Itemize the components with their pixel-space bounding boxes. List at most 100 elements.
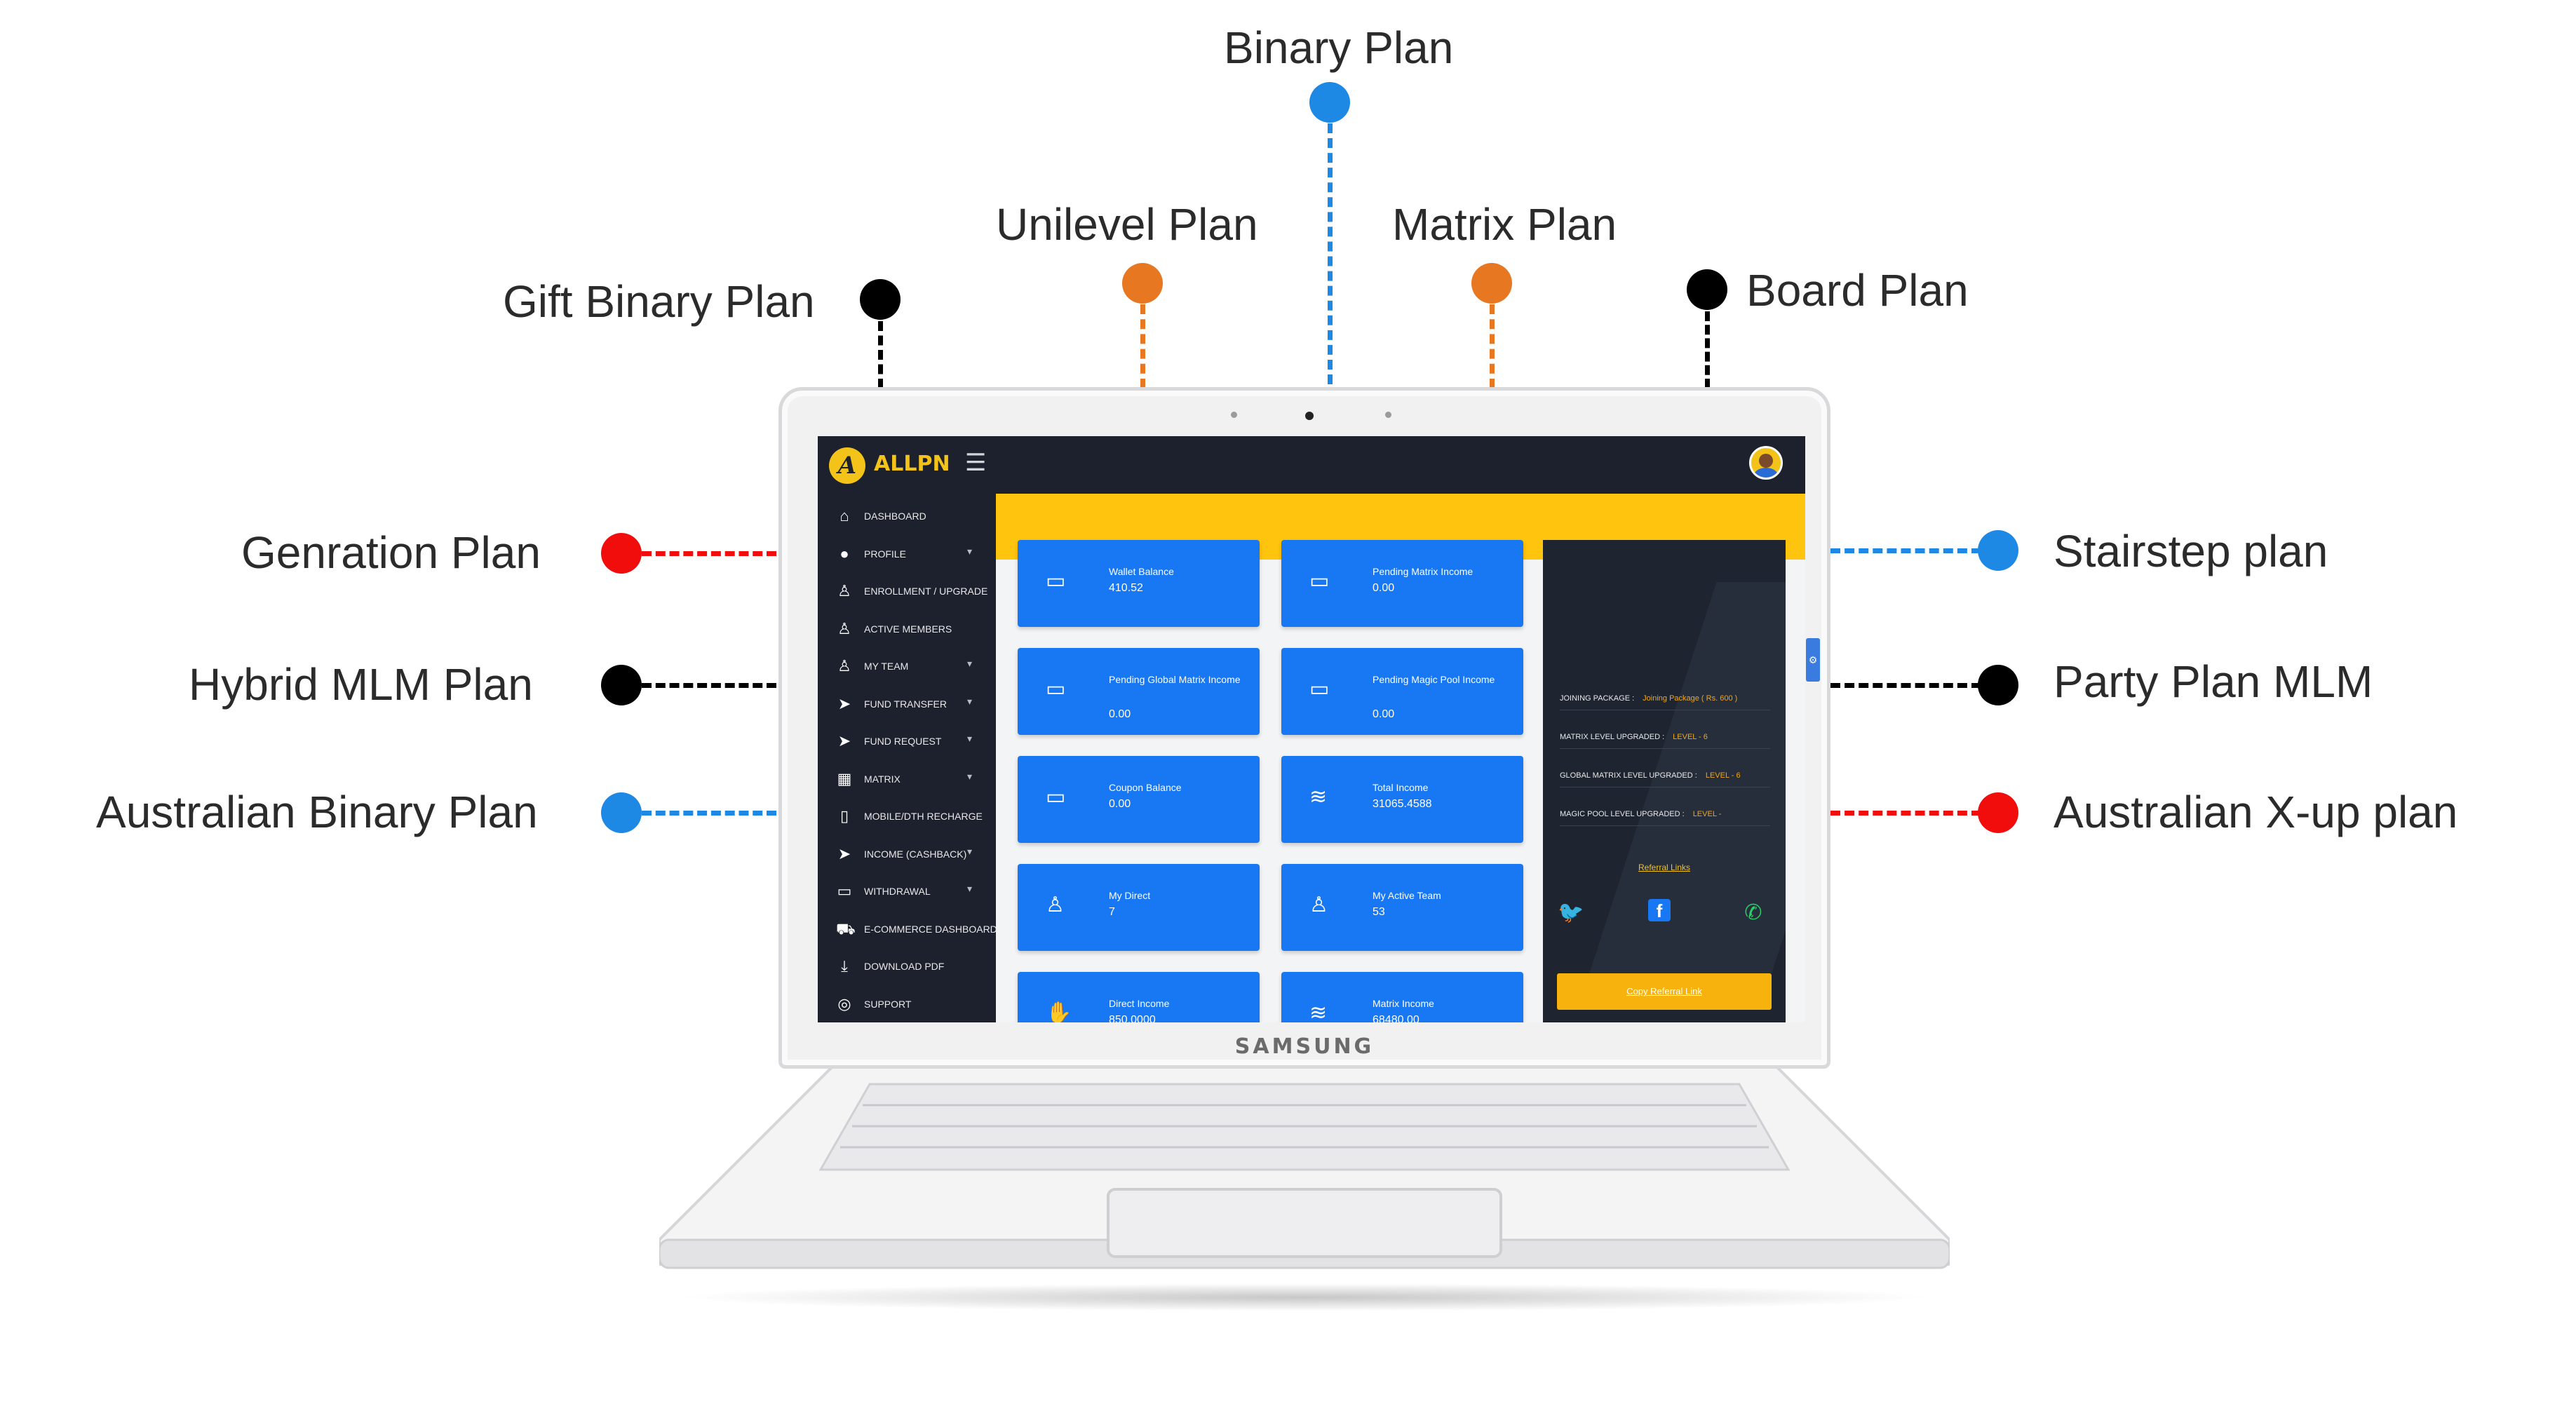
plan-dot-hybrid (601, 665, 642, 705)
stat-card[interactable]: ▭ Coupon Balance 0.00 (1018, 756, 1260, 843)
send-icon: ➤ (837, 844, 851, 863)
laptop-sensor (1385, 412, 1391, 418)
stat-card-title: Direct Income (1109, 998, 1170, 1009)
sidebar-item-enrollment-upgrade[interactable]: ♙ENROLLMENT / UPGRADE (818, 579, 996, 607)
sidebar-item-label: MATRIX (864, 773, 901, 785)
settings-side-tab[interactable]: ⚙ (1806, 638, 1820, 682)
wallet-icon: ▭ (1046, 677, 1066, 701)
plan-label-australian-binary: Australian Binary Plan (96, 787, 538, 837)
panel-info-label: GLOBAL MATRIX LEVEL UPGRADED : (1560, 771, 1697, 780)
app-logo-text[interactable]: ALLPN (874, 452, 950, 476)
stat-card-title: My Direct (1109, 890, 1151, 901)
sidebar-item-e-commerce-dashboard[interactable]: ⛟E-COMMERCE DASHBOARD (818, 917, 997, 945)
referral-links-link[interactable]: Referral Links (1638, 863, 1691, 872)
laptop-camera (1305, 412, 1314, 420)
panel-info-row: GLOBAL MATRIX LEVEL UPGRADED : LEVEL - 6 (1560, 771, 1770, 787)
chevron-down-icon: ▾ (966, 733, 972, 744)
sidebar-item-active-members[interactable]: ♙ACTIVE MEMBERS (818, 616, 996, 644)
wallet-icon: ▭ (1309, 569, 1330, 593)
panel-info-label: MAGIC POOL LEVEL UPGRADED : (1560, 810, 1685, 818)
plan-label-board: Board Plan (1746, 265, 1969, 316)
sidebar-item-label: ACTIVE MEMBERS (864, 623, 952, 635)
chevron-down-icon: ▾ (966, 770, 972, 782)
panel-info-value: LEVEL - 6 (1705, 771, 1741, 780)
whatsapp-icon[interactable]: ✆ (1744, 901, 1762, 924)
sidebar-item-my-team[interactable]: ♙MY TEAM▾ (818, 654, 996, 682)
team-icon: ♙ (837, 657, 851, 675)
sidebar-item-label: INCOME (CASHBACK) (864, 848, 967, 860)
chevron-down-icon: ▾ (966, 845, 972, 857)
connector-party (1830, 683, 1981, 688)
cart-icon: ⛟ (836, 919, 856, 938)
stat-card-title: Coupon Balance (1109, 782, 1182, 793)
sidebar-item-dashboard[interactable]: ⌂DASHBOARD (818, 503, 996, 532)
panel-info-row: JOINING PACKAGE :Joining Package ( Rs. 6… (1560, 694, 1770, 710)
sidebar-item-fund-request[interactable]: ➤ FUND REQUEST ▾ (818, 729, 996, 757)
stack-icon: ≋ (1309, 785, 1328, 809)
sidebar-item-profile[interactable]: ●PROFILE▾ (818, 541, 996, 569)
panel-info-value: LEVEL - 6 (1673, 733, 1708, 741)
connector-unilevel (1140, 304, 1145, 388)
stat-card-value: 0.00 (1109, 798, 1131, 810)
connector-australian-binary (642, 811, 776, 816)
sidebar-item-support[interactable]: ◎SUPPORT (818, 992, 996, 1020)
plan-label-genration: Genration Plan (241, 527, 541, 578)
app-topbar: A ALLPN ☰ (818, 436, 1805, 494)
connector-stairstep (1830, 548, 1981, 553)
panel-info-row: MATRIX LEVEL UPGRADED :LEVEL - 6 (1560, 733, 1770, 749)
user-plus-icon: ♙ (837, 582, 851, 600)
stat-card-title: Matrix Income (1373, 998, 1434, 1009)
sidebar-item-matrix[interactable]: ▦MATRIX▾ (818, 766, 996, 795)
plan-dot-matrix (1471, 263, 1512, 304)
wallet-icon: ▭ (837, 882, 852, 900)
plan-dot-gift-binary (860, 279, 901, 320)
plan-dot-australian-xup (1978, 792, 2018, 833)
twitter-icon[interactable]: 🐦 (1558, 901, 1584, 924)
chevron-down-icon: ▾ (966, 658, 972, 669)
connector-gift-binary (878, 321, 883, 388)
app-logo-icon[interactable]: A (829, 447, 865, 484)
sidebar-item-label: WITHDRAWAL (864, 886, 931, 897)
stat-card-value: 850.0000 (1109, 1014, 1156, 1022)
connector-board (1705, 311, 1710, 388)
sidebar-item-mobile-dth-recharge[interactable]: ▯MOBILE/DTH RECHARGE (818, 804, 996, 832)
stack-icon: ≋ (1309, 1001, 1328, 1022)
plan-label-unilevel: Unilevel Plan (996, 199, 1258, 250)
stat-card-value: 31065.4588 (1373, 798, 1432, 810)
app-screen: A ALLPN ☰ ⌂DASHBOARD ●PROFILE▾ ♙ENROLLMENT… (818, 436, 1805, 1022)
plan-dot-board (1687, 269, 1727, 310)
sidebar-item-label: FUND TRANSFER (864, 698, 947, 710)
copy-referral-link-button[interactable]: Copy Referral Link (1557, 973, 1772, 1010)
sidebar-item-withdrawal[interactable]: ▭ WITHDRAWAL ▾ (818, 879, 996, 907)
laptop-sensor (1231, 412, 1237, 418)
send-icon: ➤ (837, 732, 851, 750)
stat-card-title: Pending Magic Pool Income (1373, 674, 1495, 685)
plan-dot-party (1978, 665, 2018, 705)
wallet-icon: ▭ (1046, 785, 1066, 809)
facebook-icon[interactable]: f (1648, 899, 1671, 921)
sidebar-item-label: FUND REQUEST (864, 736, 942, 747)
panel-info-label: JOINING PACKAGE : (1560, 694, 1635, 703)
stat-card-value: 0.00 (1373, 582, 1395, 594)
stat-card-value: 0.00 (1373, 708, 1395, 720)
chevron-down-icon: ▾ (966, 883, 972, 894)
send-icon: ➤ (837, 694, 851, 712)
sidebar-item-fund-transfer[interactable]: ➤FUND TRANSFER▾ (818, 691, 996, 719)
plan-label-matrix: Matrix Plan (1392, 199, 1617, 250)
sidebar-item-income-cashback[interactable]: ➤ INCOME (CASHBACK)▾ (818, 841, 996, 870)
plan-dot-australian-binary (601, 792, 642, 833)
sidebar-item-download-pdf[interactable]: ⤓DOWNLOAD PDF (818, 954, 996, 982)
plan-label-stairstep: Stairstep plan (2054, 526, 2328, 576)
stat-card-value: 7 (1109, 906, 1115, 918)
hamburger-icon[interactable]: ☰ (965, 449, 987, 476)
user-avatar-icon[interactable] (1749, 446, 1783, 480)
